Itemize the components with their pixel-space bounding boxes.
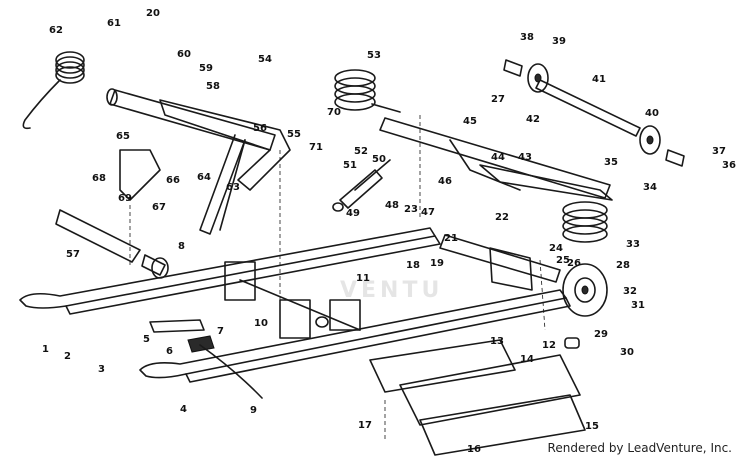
callout-31: 31 (631, 300, 645, 311)
callout-14: 14 (520, 354, 534, 365)
callout-30: 30 (620, 347, 634, 358)
watermark: VENTU (340, 278, 444, 303)
callout-68: 68 (92, 173, 106, 184)
callout-53: 53 (367, 50, 381, 61)
callout-52: 52 (354, 146, 368, 157)
callout-37: 37 (712, 146, 726, 157)
callout-51: 51 (343, 160, 357, 171)
front-arm (159, 99, 291, 235)
shaft-41 (503, 59, 685, 167)
callout-39: 39 (552, 36, 566, 47)
callout-3: 3 (98, 364, 105, 375)
front-bracket (55, 149, 169, 279)
callouts: 1 2 3 4 5 6 7 8 9 10 11 12 13 14 15 16 1… (42, 8, 736, 455)
callout-11: 11 (356, 273, 370, 284)
callout-48: 48 (385, 200, 399, 211)
callout-69: 69 (118, 193, 132, 204)
wear-plates (369, 339, 586, 456)
spring-53 (334, 69, 401, 113)
callout-35: 35 (604, 157, 618, 168)
callout-6: 6 (166, 346, 173, 357)
rear-arm-35 (379, 117, 613, 201)
credit-text: Rendered by LeadVenture, Inc. (547, 441, 732, 455)
callout-36: 36 (722, 160, 736, 171)
callout-63: 63 (226, 182, 240, 193)
callout-43: 43 (518, 152, 532, 163)
callout-46: 46 (438, 176, 452, 187)
callout-16: 16 (467, 444, 481, 455)
callout-34: 34 (643, 182, 657, 193)
callout-26: 26 (567, 258, 581, 269)
callout-21: 21 (444, 233, 458, 244)
callout-54: 54 (258, 54, 272, 65)
callout-67: 67 (152, 202, 166, 213)
callout-65: 65 (116, 131, 130, 142)
torsion-spring-62 (22, 51, 85, 130)
callout-38: 38 (520, 32, 534, 43)
callout-44: 44 (491, 152, 505, 163)
callout-41: 41 (592, 74, 606, 85)
callout-8: 8 (178, 241, 185, 252)
callout-5: 5 (143, 334, 150, 345)
callout-47: 47 (421, 207, 435, 218)
callout-49: 49 (346, 208, 360, 219)
callout-17: 17 (358, 420, 372, 431)
callout-22: 22 (495, 212, 509, 223)
rear-axle-22 (439, 234, 561, 291)
spring-33 (562, 201, 608, 243)
shaft-64 (106, 88, 276, 151)
callout-45: 45 (463, 116, 477, 127)
callout-64: 64 (197, 172, 211, 183)
left-rail (19, 227, 571, 383)
shock-51 (332, 159, 391, 212)
callout-29: 29 (594, 329, 608, 340)
callout-1: 1 (42, 344, 49, 355)
idler-wheel-28 (562, 263, 608, 349)
callout-40: 40 (645, 108, 659, 119)
callout-61: 61 (107, 18, 121, 29)
cable-9 (199, 344, 263, 399)
callout-56: 56 (253, 123, 267, 134)
callout-25: 25 (556, 255, 570, 266)
callout-23: 23 (404, 204, 418, 215)
callout-50: 50 (372, 154, 386, 165)
callout-57: 57 (66, 249, 80, 260)
ref-line (539, 259, 546, 331)
callout-33: 33 (626, 239, 640, 250)
callout-28: 28 (616, 260, 630, 271)
callout-19: 19 (430, 258, 444, 269)
callout-58: 58 (206, 81, 220, 92)
callout-24: 24 (549, 243, 563, 254)
callout-4: 4 (180, 404, 187, 415)
callout-20: 20 (146, 8, 160, 19)
callout-9: 9 (250, 405, 257, 416)
callout-62: 62 (49, 25, 63, 36)
callout-18: 18 (406, 260, 420, 271)
callout-70: 70 (327, 107, 341, 118)
callout-27: 27 (491, 94, 505, 105)
callout-15: 15 (585, 421, 599, 432)
callout-59: 59 (199, 63, 213, 74)
callout-66: 66 (166, 175, 180, 186)
callout-13: 13 (490, 336, 504, 347)
callout-12: 12 (542, 340, 556, 351)
callout-32: 32 (623, 286, 637, 297)
callout-71: 71 (309, 142, 323, 153)
wear-strips (149, 319, 215, 353)
callout-2: 2 (64, 351, 71, 362)
callout-42: 42 (526, 114, 540, 125)
callout-7: 7 (217, 326, 224, 337)
pivot-blocks (224, 261, 361, 339)
callout-55: 55 (287, 129, 301, 140)
callout-10: 10 (254, 318, 268, 329)
callout-60: 60 (177, 49, 191, 60)
